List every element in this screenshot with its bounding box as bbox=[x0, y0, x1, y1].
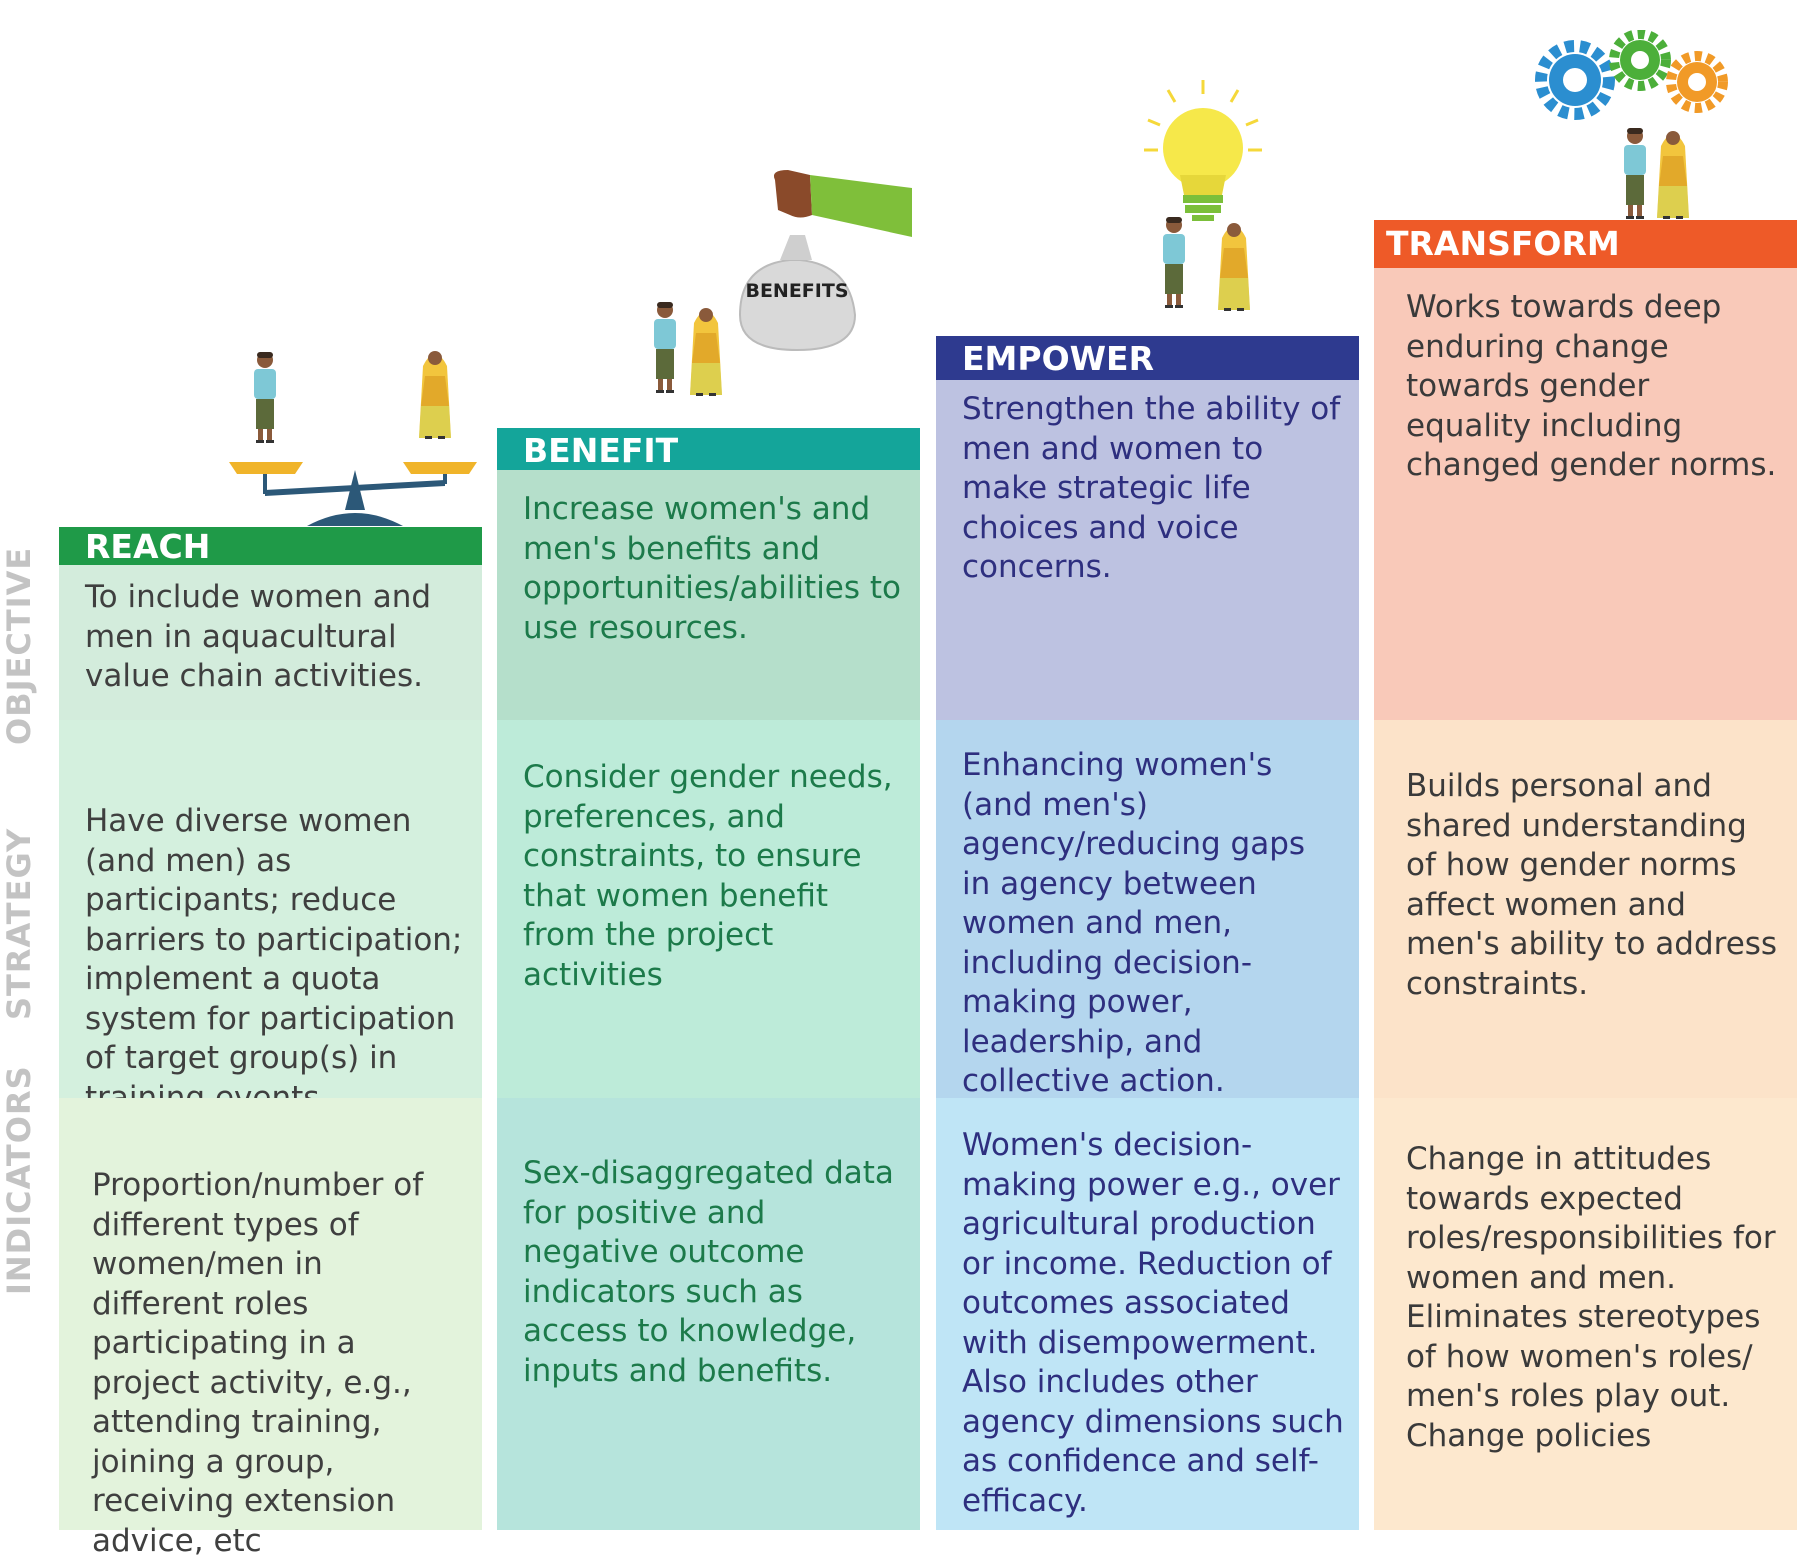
lightbulb-illustration bbox=[1144, 80, 1262, 311]
transform-objective-text: Works towards deep enduring change towar… bbox=[1406, 289, 1777, 483]
reach-strategy-text: Have diverse women (and men) as particip… bbox=[85, 803, 463, 1116]
benefits-bag bbox=[738, 259, 857, 352]
reach-strategy: Have diverse women (and men) as particip… bbox=[59, 720, 482, 1116]
empower-strategy: Enhancing women's (and men's) agency/red… bbox=[936, 720, 1359, 1099]
man-figure bbox=[654, 302, 676, 393]
light-rays bbox=[1144, 80, 1262, 152]
scale-pan-left bbox=[229, 462, 303, 474]
scale-base bbox=[307, 513, 403, 526]
scale-stand bbox=[345, 470, 365, 510]
empower-strategy-text: Enhancing women's (and men's) agency/red… bbox=[962, 747, 1306, 1099]
woman-figure bbox=[690, 308, 722, 396]
transform-indicators-text: Change in attitudes towards expected rol… bbox=[1406, 1141, 1776, 1454]
sleeve bbox=[810, 175, 912, 237]
reach-header: REACH bbox=[59, 527, 482, 566]
row-label-indicators: INDICATORS bbox=[0, 1065, 38, 1295]
transform-header: TRANSFORM bbox=[1374, 220, 1797, 268]
benefit-objective: Increase women's and men's benefits and … bbox=[497, 470, 920, 720]
reach-indicators: Proportion/number of different types of … bbox=[59, 1098, 482, 1559]
man-figure bbox=[1163, 217, 1185, 308]
benefit-indicators-text: Sex-disaggregated data for positive and … bbox=[523, 1155, 894, 1389]
benefit-objective-text: Increase women's and men's benefits and … bbox=[523, 491, 902, 646]
empower-indicators-text: Women's decision-making power e.g., over… bbox=[962, 1127, 1344, 1519]
transform-strategy: Builds personal and shared understanding… bbox=[1374, 720, 1797, 1098]
hand-icon bbox=[773, 170, 812, 218]
benefits-illustration: BENEFITS bbox=[654, 170, 912, 396]
bag-label: BENEFITS bbox=[745, 280, 848, 302]
gear-icon bbox=[1535, 40, 1615, 120]
woman-figure bbox=[1218, 223, 1250, 311]
row-label-objective: OBJECTIVE bbox=[0, 546, 38, 745]
woman-figure bbox=[1657, 131, 1689, 219]
man-figure bbox=[1624, 128, 1646, 219]
reach-indicators-text: Proportion/number of different types of … bbox=[92, 1167, 424, 1559]
bag-neck bbox=[780, 235, 812, 260]
transform-strategy-text: Builds personal and shared understanding… bbox=[1406, 768, 1778, 1002]
empower-objective: Strengthen the ability of men and women … bbox=[936, 380, 1359, 720]
gear-icon bbox=[1609, 30, 1671, 91]
benefit-strategy: Consider gender needs, preferences, and … bbox=[497, 720, 920, 1098]
benefit-indicators: Sex-disaggregated data for positive and … bbox=[497, 1098, 920, 1530]
woman-figure bbox=[419, 351, 451, 439]
scale-pan-right bbox=[403, 462, 477, 474]
transform-objective: Works towards deep enduring change towar… bbox=[1374, 268, 1797, 720]
gears-illustration bbox=[1535, 30, 1728, 219]
gear-icon bbox=[1666, 51, 1728, 113]
benefit-header: BENEFIT bbox=[497, 428, 920, 470]
lightbulb-icon bbox=[1163, 108, 1243, 188]
row-label-strategy: STRATEGY bbox=[0, 827, 38, 1020]
empower-indicators: Women's decision-making power e.g., over… bbox=[936, 1098, 1359, 1530]
benefit-strategy-text: Consider gender needs, preferences, and … bbox=[523, 759, 893, 993]
reach-objective-text: To include women and men in aquacultural… bbox=[85, 579, 432, 694]
empower-header: EMPOWER bbox=[936, 336, 1359, 380]
empower-objective-text: Strengthen the ability of men and women … bbox=[962, 391, 1341, 585]
transform-indicators: Change in attitudes towards expected rol… bbox=[1374, 1098, 1797, 1530]
scale-illustration bbox=[229, 351, 477, 526]
man-figure bbox=[254, 352, 276, 443]
reach-objective: To include women and men in aquacultural… bbox=[59, 565, 482, 720]
